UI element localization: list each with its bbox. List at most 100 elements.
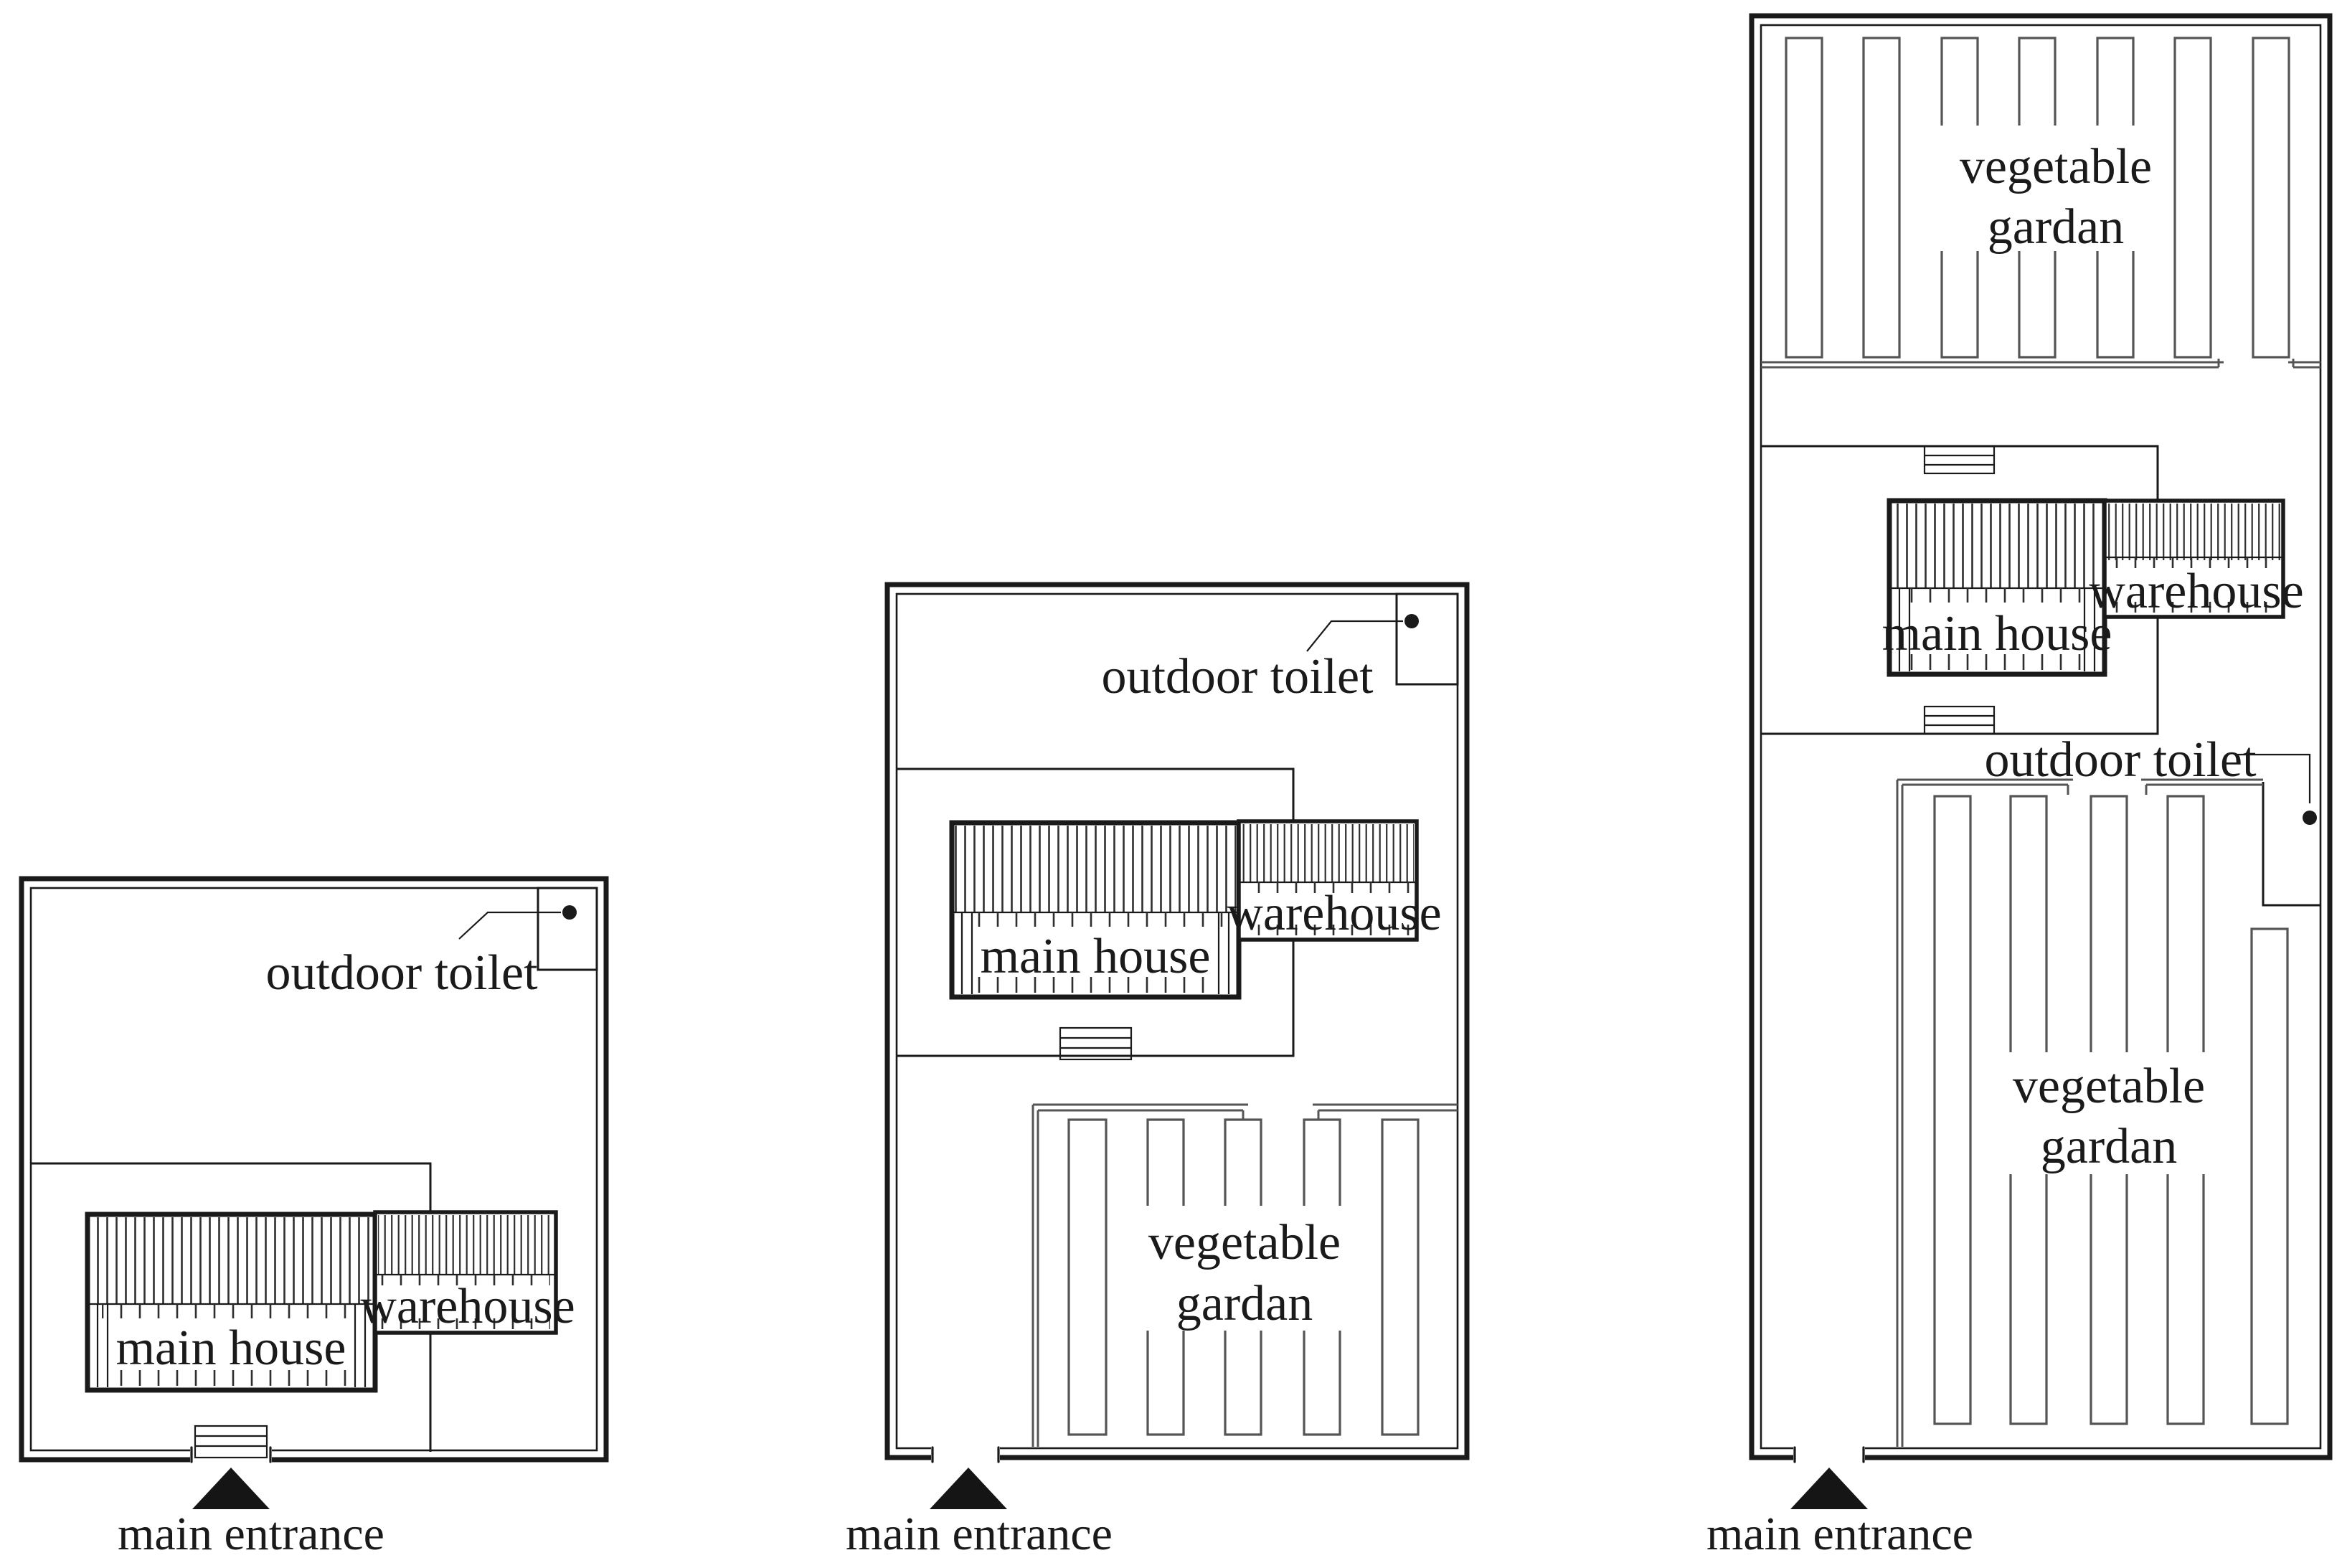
- garden-bed: [1146, 1331, 1185, 1436]
- tick-row: [2110, 557, 2277, 568]
- outdoor-toilet-label: outdoor toilet: [1984, 732, 2257, 788]
- plan-small: outdoor toilet main house warehouse main…: [19, 876, 609, 1560]
- tick-row: [973, 977, 1217, 993]
- main-entrance: main entrance: [846, 1468, 1113, 1560]
- tick-row: [102, 1304, 361, 1318]
- outdoor-toilet-label: outdoor toilet: [265, 945, 538, 1001]
- warehouse: warehouse: [2089, 499, 2304, 619]
- tick-row: [1909, 654, 2084, 670]
- garden-bed: [1303, 1331, 1341, 1436]
- garden-border: [2288, 359, 2320, 369]
- outdoor-toilet: outdoor toilet: [265, 887, 598, 1001]
- outdoor-toilet: outdoor toilet: [1984, 732, 2320, 907]
- toilet-marker-dot: [2303, 811, 2317, 825]
- main-house-label: main house: [981, 929, 1211, 984]
- tick-row: [381, 1275, 550, 1285]
- vegetable-garden-top: vegetable gardan: [1761, 37, 2320, 369]
- garden-bed: [2096, 251, 2135, 359]
- garden-bed: [1940, 37, 1979, 126]
- garden-border: [1761, 359, 2224, 369]
- leader-line: [2237, 753, 2311, 803]
- main-entrance: main entrance: [1706, 1468, 1973, 1560]
- vegetable-garden-label: gardan: [2041, 1119, 2177, 1174]
- entrance-arrow: [192, 1468, 270, 1509]
- main-house: main house: [1882, 498, 2112, 677]
- roof-hatch: [955, 826, 1236, 912]
- vegetable-garden-label: vegetable: [1148, 1215, 1341, 1270]
- warehouse-label: warehouse: [2089, 564, 2303, 619]
- tick-row: [1245, 882, 1411, 893]
- main-house-label: main house: [1882, 606, 2112, 661]
- tick-row: [1245, 925, 1411, 935]
- entrance-gap: [931, 1445, 1000, 1465]
- roof-hatch: [378, 1215, 553, 1275]
- garden-bed: [1067, 1118, 1108, 1436]
- plan-large: vegetable gardan main house: [1706, 13, 2333, 1560]
- garden-bed: [2018, 251, 2057, 359]
- toilet-room: [1395, 592, 1459, 686]
- leader-line: [458, 911, 561, 940]
- garden-bed: [2009, 1174, 2048, 1425]
- warehouse-label: warehouse: [1227, 886, 1441, 941]
- garden-bed: [1862, 37, 1901, 359]
- plot-wall: [884, 582, 1470, 1465]
- tick-row: [2110, 602, 2277, 613]
- courtyard-gate-step-bottom: [1923, 705, 1996, 735]
- tick-row: [381, 1318, 550, 1329]
- garden-bed: [1303, 1118, 1341, 1206]
- roof-hatch: [1242, 824, 1414, 882]
- garden-bed: [2250, 927, 2289, 1425]
- garden-bed: [1146, 1118, 1185, 1206]
- garden-bed: [1933, 795, 1972, 1425]
- outdoor-toilet: outdoor toilet: [1101, 592, 1459, 704]
- garden-bed: [2166, 1174, 2205, 1425]
- main-entrance-label: main entrance: [846, 1508, 1113, 1560]
- vegetable-garden-label: gardan: [1988, 199, 2124, 255]
- entrance-gate-step: [194, 1425, 268, 1459]
- warehouse: warehouse: [1227, 819, 1442, 942]
- garden-bed: [2252, 37, 2290, 359]
- entrance-arrow: [930, 1468, 1007, 1509]
- courtyard-gate-step-top: [1923, 445, 1996, 475]
- warehouse: warehouse: [360, 1210, 575, 1335]
- vegetable-garden-label: vegetable: [1960, 139, 2152, 194]
- garden-bed: [1785, 37, 1823, 359]
- roof-hatch: [2107, 504, 2280, 560]
- vegetable-garden-label: gardan: [1176, 1276, 1313, 1331]
- garden-bed: [2096, 37, 2135, 126]
- garden-bed: [1940, 251, 1979, 359]
- entrance-gap: [190, 1445, 272, 1465]
- plot-wall: [1749, 13, 2333, 1465]
- toilet-marker-dot: [562, 905, 577, 920]
- garden-bed: [2018, 37, 2057, 126]
- garden-bed: [2090, 1174, 2128, 1425]
- main-entrance-label: main entrance: [1706, 1508, 1973, 1560]
- courtyard-gate-step: [1059, 1026, 1133, 1061]
- main-house: main house: [85, 1212, 378, 1393]
- main-entrance-label: main entrance: [118, 1508, 384, 1560]
- garden-bed: [2090, 795, 2128, 1052]
- entrance-gap: [1793, 1445, 1865, 1465]
- courtyard-divider: [31, 1162, 432, 1452]
- main-house: main house: [949, 820, 1242, 1000]
- garden-bed: [2166, 795, 2205, 1052]
- toilet-room: [2262, 782, 2320, 907]
- plan-medium: outdoor toilet main house warehouse: [846, 582, 1470, 1560]
- garden-bed: [1224, 1331, 1262, 1436]
- roof-hatch: [90, 1217, 372, 1304]
- toilet-room: [537, 887, 598, 971]
- garden-bed: [2009, 795, 2048, 1052]
- plot-wall: [19, 876, 609, 1465]
- garden-bed: [1381, 1118, 1420, 1436]
- vegetable-garden-bottom: vegetable gardan: [1896, 778, 2289, 1447]
- tick-row: [109, 1370, 354, 1386]
- tick-row: [1902, 588, 2092, 603]
- leader-line: [1306, 620, 1403, 652]
- roof-hatch: [1892, 504, 2102, 588]
- main-house-label: main house: [116, 1321, 346, 1376]
- garden-bed: [2173, 37, 2212, 359]
- warehouse-label: warehouse: [360, 1279, 575, 1334]
- toilet-marker-dot: [1404, 614, 1419, 628]
